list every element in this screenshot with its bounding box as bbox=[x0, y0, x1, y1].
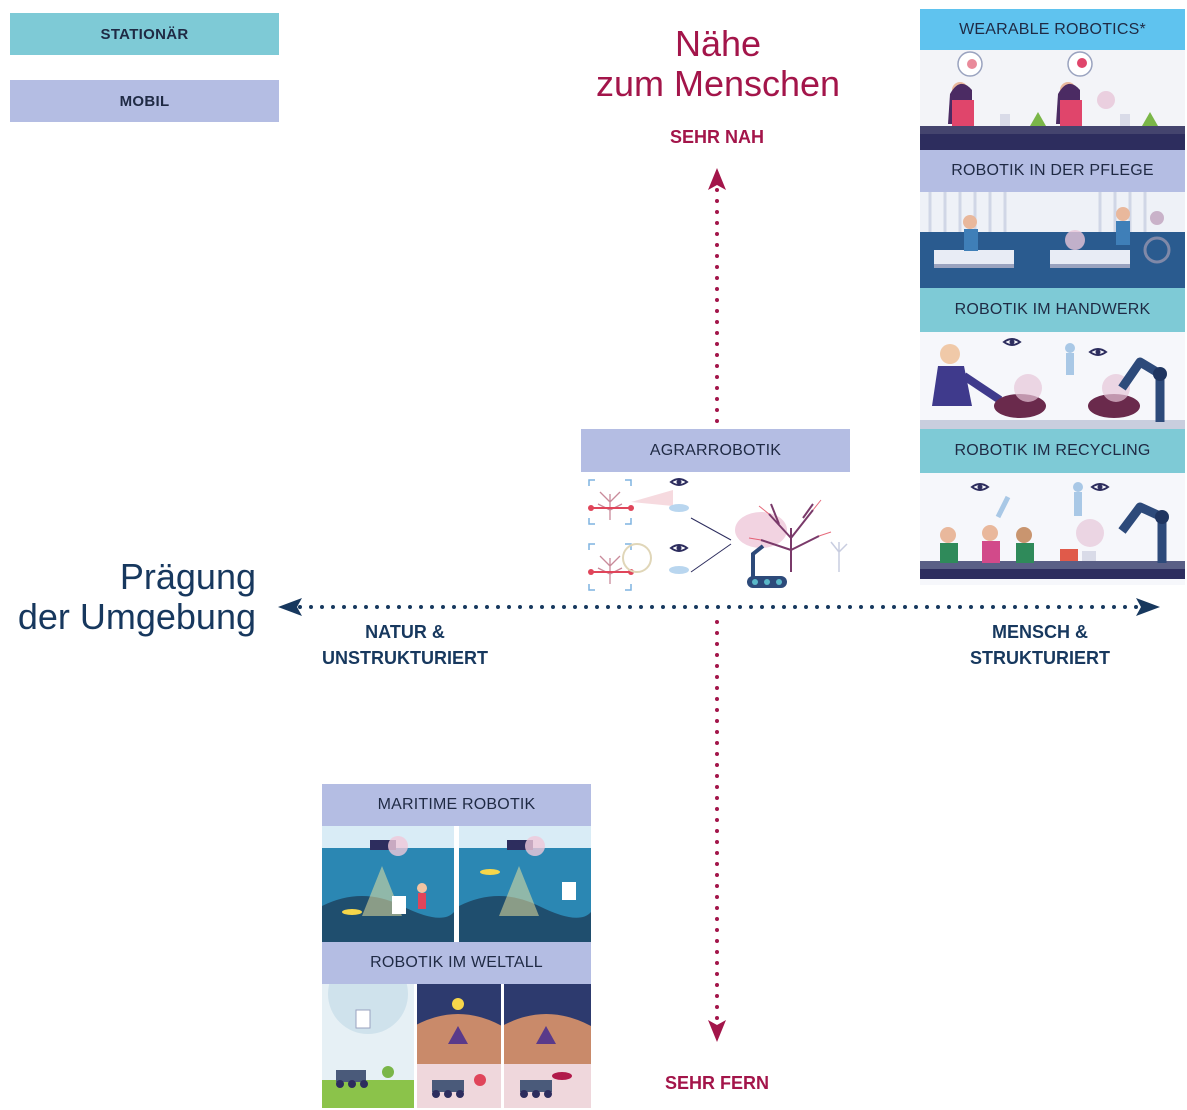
legend-mobile-label: MOBIL bbox=[119, 92, 170, 110]
arrow-down-icon bbox=[708, 1020, 726, 1042]
vertical-bottom-label: SEHR FERN bbox=[664, 1073, 769, 1093]
card-recycling-label: ROBOTIK IM RECYCLING bbox=[954, 442, 1151, 459]
card-maritime-label: MARITIME ROBOTIK bbox=[377, 796, 536, 813]
card-wearable-label: WEARABLE ROBOTICS* bbox=[959, 20, 1146, 38]
card-agrar-header: AGRARROBOTIK bbox=[581, 429, 850, 472]
legend-stationary-label: STATIONÄR bbox=[100, 25, 189, 43]
horizontal-left-label: NATUR & UNSTRUKTURIERT bbox=[300, 619, 510, 671]
legend-stationary: STATIONÄR bbox=[10, 13, 279, 55]
card-handwerk-illustration bbox=[920, 332, 1185, 429]
legend-mobile: MOBIL bbox=[10, 80, 279, 122]
card-weltall-header: ROBOTIK IM WELTALL bbox=[322, 942, 591, 984]
card-pflege-header: ROBOTIK IN DER PFLEGE bbox=[920, 150, 1185, 192]
vertical-axis-title-line1: Nähe bbox=[674, 23, 762, 64]
horizontal-right-label: MENSCH & STRUKTURIERT bbox=[930, 619, 1150, 671]
card-pflege-illustration bbox=[920, 192, 1185, 288]
card-handwerk-header: ROBOTIK IM HANDWERK bbox=[920, 288, 1185, 332]
card-agrar-illustration bbox=[581, 472, 850, 597]
arrow-right-icon bbox=[1136, 598, 1160, 616]
card-recycling-illustration bbox=[920, 473, 1185, 585]
card-weltall-illustration bbox=[322, 984, 591, 1108]
card-wearable-illustration bbox=[920, 50, 1185, 150]
arrow-left-icon bbox=[278, 598, 302, 616]
card-handwerk-label: ROBOTIK IM HANDWERK bbox=[954, 301, 1151, 318]
card-pflege-label: ROBOTIK IN DER PFLEGE bbox=[951, 162, 1154, 179]
vertical-axis-title: Nähe zum Menschen bbox=[560, 24, 876, 104]
vertical-axis-title-line2: zum Menschen bbox=[595, 63, 841, 104]
horizontal-left-label-line1: NATUR & bbox=[365, 622, 445, 642]
horizontal-right-label-line1: MENSCH & bbox=[991, 622, 1088, 642]
horizontal-left-label-line2: UNSTRUKTURIERT bbox=[322, 648, 488, 668]
card-maritime-illustration bbox=[322, 826, 591, 942]
horizontal-right-label-line2: STRUKTURIERT bbox=[970, 648, 1110, 668]
horizontal-axis-title-line2: der Umgebung bbox=[17, 596, 256, 637]
horizontal-axis-title-line1: Prägung bbox=[119, 556, 256, 597]
horizontal-axis-title: Prägung der Umgebung bbox=[0, 557, 256, 637]
card-weltall-label: ROBOTIK IM WELTALL bbox=[370, 954, 543, 971]
card-wearable-header: WEARABLE ROBOTICS* bbox=[920, 9, 1185, 50]
vertical-top-label: SEHR NAH bbox=[669, 127, 764, 147]
card-agrar-label: AGRARROBOTIK bbox=[649, 441, 782, 459]
arrow-up-icon bbox=[708, 168, 726, 190]
card-recycling-header: ROBOTIK IM RECYCLING bbox=[920, 429, 1185, 473]
card-maritime-header: MARITIME ROBOTIK bbox=[322, 784, 591, 826]
